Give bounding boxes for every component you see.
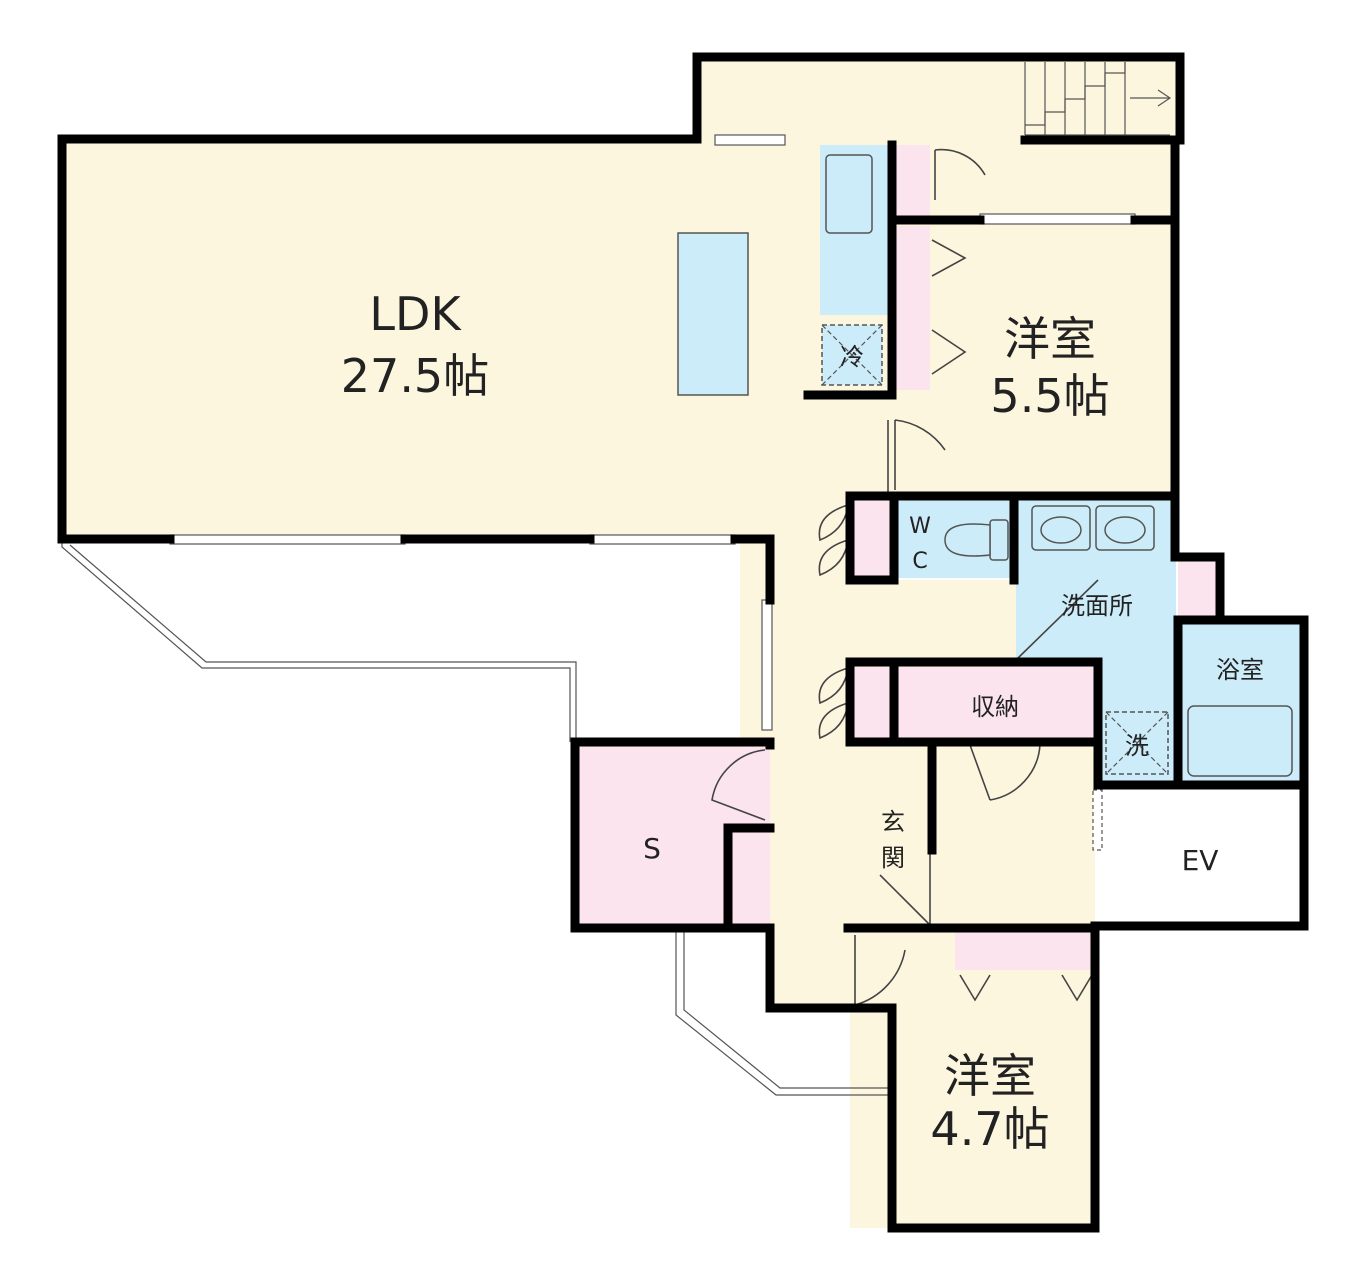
washer-label: 洗 — [1125, 732, 1149, 760]
ldk-size: 27.5帖 — [341, 349, 489, 403]
bathtub — [1187, 705, 1293, 777]
front-room-floor — [932, 745, 1095, 927]
bath-label: 浴室 — [1216, 656, 1264, 684]
toilet — [944, 519, 1009, 561]
doors — [711, 148, 1099, 1006]
entrance-label-bottom: 関 — [881, 844, 905, 872]
closet-c — [850, 500, 892, 578]
elevator-floor — [1098, 788, 1304, 926]
hallway-floor — [770, 396, 850, 1008]
labels: LDK 27.5帖 洋室 5.5帖 洋室 4.7帖 S W C 洗面所 浴室 収… — [341, 287, 1264, 1156]
washroom-label: 洗面所 — [1061, 592, 1133, 620]
closet-g — [1178, 558, 1220, 618]
closet-b — [894, 226, 930, 390]
western-room-2-size: 4.7帖 — [930, 1102, 1049, 1156]
kitchen-sink — [825, 154, 873, 234]
balconies — [61, 539, 888, 1096]
western-room-2-name: 洋室 — [944, 1049, 1036, 1103]
kitchen-island — [677, 232, 749, 396]
closet-a — [894, 145, 930, 217]
hallway-floor-2 — [850, 580, 1020, 665]
wc-label-bottom: C — [912, 549, 927, 574]
wash-basins — [1031, 505, 1155, 551]
western-room-1-size: 5.5帖 — [990, 369, 1109, 423]
closet-d — [850, 664, 892, 742]
elevator-label: EV — [1182, 844, 1219, 877]
fridge-space — [821, 324, 883, 386]
washer-space — [1105, 711, 1169, 775]
closet-f — [955, 932, 1095, 970]
entrance-floor — [850, 745, 932, 927]
wc-label-top: W — [909, 514, 931, 539]
western-room-1-name: 洋室 — [1004, 312, 1096, 366]
closet-label: 収納 — [971, 693, 1019, 721]
storage-s-label: S — [643, 832, 661, 865]
closet-e — [728, 828, 770, 928]
walls — [57, 52, 1309, 1233]
fridge-label: 冷 — [840, 343, 864, 371]
entrance-label-top: 玄 — [881, 808, 905, 836]
fixtures — [677, 62, 1293, 777]
ldk-name: LDK — [369, 287, 462, 341]
stairs — [1024, 62, 1172, 136]
closet-storage — [894, 664, 1094, 740]
western-room-1-floor — [892, 222, 1175, 496]
